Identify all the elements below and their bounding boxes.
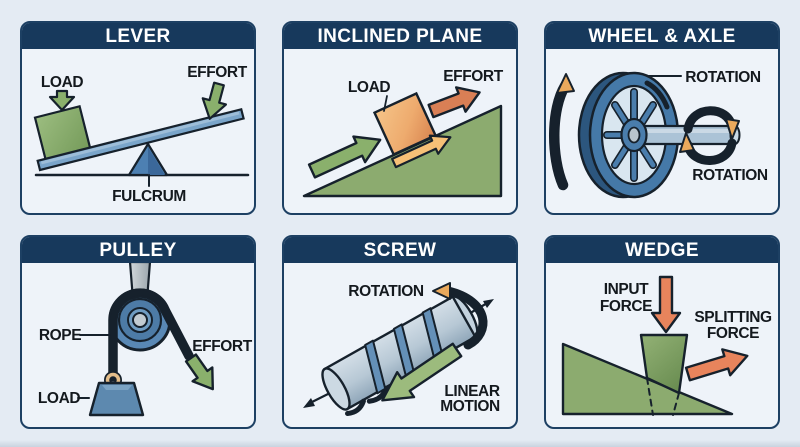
panel-inclined-plane-title: INCLINED PLANE [317,25,483,47]
hub-center [627,126,641,144]
push-arrow-icon [307,135,382,179]
label-rotation-axle: ROTATION [692,167,768,184]
label-fulcrum: FULCRUM [112,188,186,205]
label-splitting-force: FORCE [707,325,759,342]
screw-body [321,295,479,417]
panel-wheel-axle-header: WHEEL & AXLE [546,23,778,49]
label-rotation: ROTATION [348,283,424,300]
label-effort: EFFORT [192,338,253,355]
splitting-force-arrow-icon [684,348,749,382]
bottom-shade [0,440,800,447]
label-load: LOAD [41,74,84,91]
load-arrow-icon [48,89,76,112]
label-input: INPUT [604,281,649,298]
fulcrum-shade [148,147,165,175]
panel-screw-diagram: ROTATION LINEAR MOTION [284,263,516,426]
beam-highlight [40,111,240,165]
hidden-edge-right [672,392,680,416]
rope [108,288,194,382]
panel-inclined-plane-diagram: LOAD EFFORT [284,49,516,212]
wheel-rotation-arrow-icon [549,73,575,191]
panel-lever-header: LEVER [22,23,254,49]
panel-wheel-axle-title: WHEEL & AXLE [588,25,736,47]
label-rope: ROPE [39,327,81,344]
panel-screw: SCREW [282,235,518,429]
panel-wedge-title: WEDGE [625,239,699,261]
panel-wheel-axle: WHEEL & AXLE [544,21,780,215]
linear-motion-arrow-icon [381,342,463,402]
panel-screw-title: SCREW [363,239,437,261]
axis-arrow-left-icon [303,392,330,408]
panel-wedge-diagram: INPUT FORCE SPLITTING FORCE [546,263,778,426]
effort-arrow-icon [201,81,228,120]
label-linear: LINEAR [444,383,500,400]
label-load: LOAD [38,390,81,407]
label-rotation-wheel: ROTATION [685,69,761,86]
input-force-arrow-icon [650,275,682,334]
panel-inclined-plane-header: INCLINED PLANE [284,23,516,49]
load-box [372,91,438,157]
panel-wheel-axle-diagram: ROTATION ROTATION [546,49,778,212]
panel-pulley-diagram: ROPE LOAD EFFORT [22,263,254,426]
load-weight [88,381,145,417]
label-effort: EFFORT [187,64,248,81]
load-weight-top [102,385,132,390]
panel-pulley-header: PULLEY [22,237,254,263]
label-motion: MOTION [440,398,500,415]
slide-arrow-icon [391,134,452,169]
panel-lever: LEVER [20,21,256,215]
axle-rotation-arrow-icon [679,106,740,165]
rim-highlight [644,80,670,110]
panel-screw-header: SCREW [284,237,516,263]
axle-boss [132,312,148,328]
label-effort: EFFORT [443,68,504,85]
panel-lever-diagram: LOAD EFFORT FULCRUM [22,49,254,212]
panel-wedge-header: WEDGE [546,237,778,263]
load-pointer-line [383,95,388,112]
label-load: LOAD [348,79,391,96]
rotation-arrow-icon [432,282,488,350]
panel-inclined-plane: INCLINED PLANE [282,21,518,215]
panel-lever-title: LEVER [105,25,171,47]
hidden-edge-left [646,377,654,416]
label-input-force: FORCE [600,298,652,315]
label-splitting: SPLITTING [694,309,772,326]
panel-pulley-title: PULLEY [99,239,177,261]
effort-arrow-icon [184,353,214,391]
effort-arrow-icon [427,86,481,119]
panel-wedge: WEDGE INPUT FORCE SPLITTING [544,235,780,429]
panel-pulley: PULLEY [20,235,256,429]
